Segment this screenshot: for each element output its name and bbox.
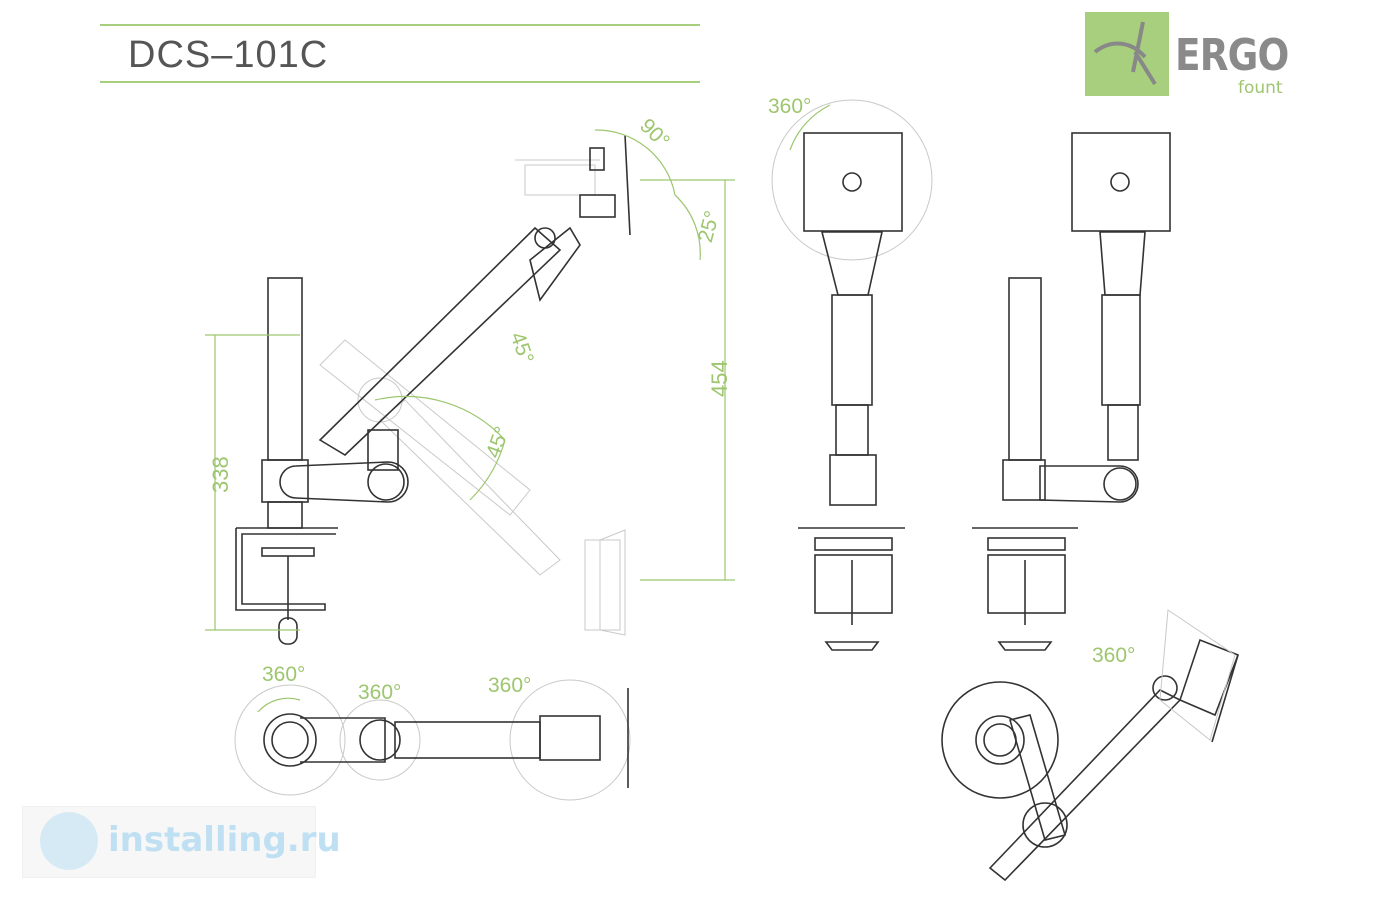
front-vesa-plate	[803, 132, 903, 232]
angle-45-down-label: 45°	[482, 424, 514, 462]
watermark-text: installing.ru	[108, 820, 341, 860]
side-tilt-head	[579, 194, 616, 218]
back-clamp-handle	[997, 641, 1053, 651]
back-view	[972, 132, 1171, 651]
side-view	[205, 129, 735, 645]
iso-vesa-plate	[1211, 654, 1239, 743]
ergo-logo-text: ERGO	[1175, 30, 1289, 81]
top-elbow	[359, 719, 401, 761]
side-clamp-neck	[267, 501, 303, 529]
back-pole	[1008, 277, 1042, 461]
top-base-ring	[263, 713, 317, 767]
top-lower-arm	[300, 717, 386, 763]
back-head	[1099, 231, 1146, 296]
dim-454-label: 454	[707, 360, 732, 397]
top-upper-arm	[394, 721, 541, 759]
back-elbow	[1107, 404, 1139, 461]
iso-view	[941, 609, 1240, 882]
front-elbow	[835, 404, 869, 456]
side-upper-arm	[318, 226, 562, 456]
back-pole-collar	[1002, 459, 1046, 501]
front-upper-arm	[831, 294, 873, 406]
rot-iso-head-label: 360°	[1092, 644, 1135, 667]
back-vesa-plate	[1071, 132, 1171, 232]
front-head	[820, 231, 883, 296]
side-head-bracket	[529, 226, 581, 302]
top-head	[539, 715, 601, 761]
side-clamp-body	[235, 528, 336, 611]
side-elbow-joint	[367, 463, 405, 501]
side-head-joint	[534, 227, 556, 249]
side-clamp-pad	[261, 547, 315, 557]
iso-lower-arm	[1008, 714, 1067, 841]
back-clamp-body	[987, 554, 1066, 614]
rot-top-head-label: 360°	[488, 674, 531, 697]
side-vesa-plate	[624, 134, 631, 236]
angle-45-up-label: 45°	[506, 329, 538, 367]
angle-25-label: 25°	[694, 208, 724, 245]
front-clamp-handle	[824, 641, 880, 651]
side-pole	[267, 277, 303, 461]
top-view	[234, 679, 631, 801]
iso-elbow	[1022, 802, 1068, 848]
back-elbow-joint	[1103, 467, 1137, 501]
dim-338-label: 338	[208, 456, 233, 493]
angle-90-label: 90°	[635, 114, 674, 153]
iso-head-joint	[1152, 675, 1178, 701]
rot-top-elbow-label: 360°	[358, 681, 401, 704]
side-view-ghost-arms	[319, 159, 626, 636]
side-elbow-riser	[367, 429, 399, 471]
side-lower-arm	[279, 461, 409, 503]
page-title: DCS–101C	[128, 34, 329, 76]
front-lower-arm	[829, 454, 877, 506]
rot-front-plate-label: 360°	[768, 95, 811, 118]
ergo-logo-mark	[1085, 12, 1169, 96]
iso-base-disc	[941, 681, 1059, 799]
front-clamp-body	[814, 554, 893, 614]
front-view	[771, 99, 933, 651]
watermark-logo-icon	[40, 812, 98, 870]
ergo-logo-sub: fount	[1238, 78, 1283, 98]
side-knob	[589, 147, 605, 171]
rot-top-base-label: 360°	[262, 663, 305, 686]
side-clamp-handle	[278, 617, 298, 645]
back-lower-arm	[1039, 465, 1139, 503]
back-upper-arm	[1101, 294, 1141, 406]
